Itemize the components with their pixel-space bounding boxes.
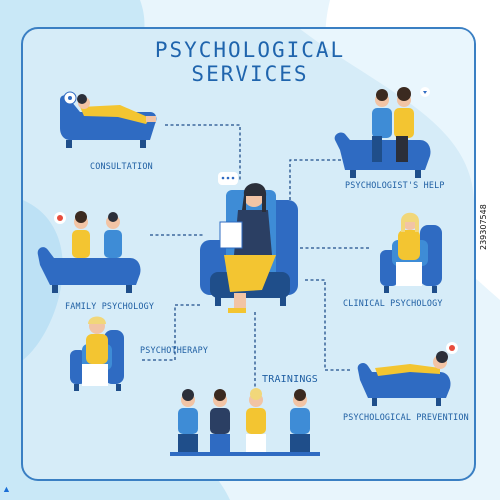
connector-consultation [165,124,241,180]
clinical-psychology-illustration [380,212,442,293]
title-line-1: PSYCHOLOGICAL [154,38,346,62]
connector-prevention [305,279,350,371]
label-consultation: CONSULTATION [90,161,153,171]
family-psychology-illustration [37,211,141,293]
label-psychotherapy: PSYCHOTHERAPY [140,345,209,355]
label-family-psychology: FAMILY PSYCHOLOGY [65,301,155,311]
psychotherapy-illustration [70,316,124,391]
label-psychological-prevention: PSYCHOLOGICAL PREVENTION [343,412,469,422]
label-clinical-psychology: CLINICAL PSYCHOLOGY [343,298,443,308]
consultation-illustration [60,91,157,148]
label-psychologists-help: PSYCHOLOGIST'S HELP [345,180,445,190]
psychologists-help-illustration [334,87,431,178]
connector-psychologists-help [289,159,345,200]
trainings-illustration [170,388,320,456]
label-trainings: TRAININGS [262,374,318,385]
stock-id-watermark: 239307548 [479,204,488,250]
connector-psychotherapy [140,304,200,361]
connector-lines [140,124,370,400]
psychological-prevention-illustration [357,342,458,406]
title-line-2: SERVICES [191,62,309,86]
stock-logo: ▲ [2,484,11,494]
psychologist-illustration [200,172,298,313]
